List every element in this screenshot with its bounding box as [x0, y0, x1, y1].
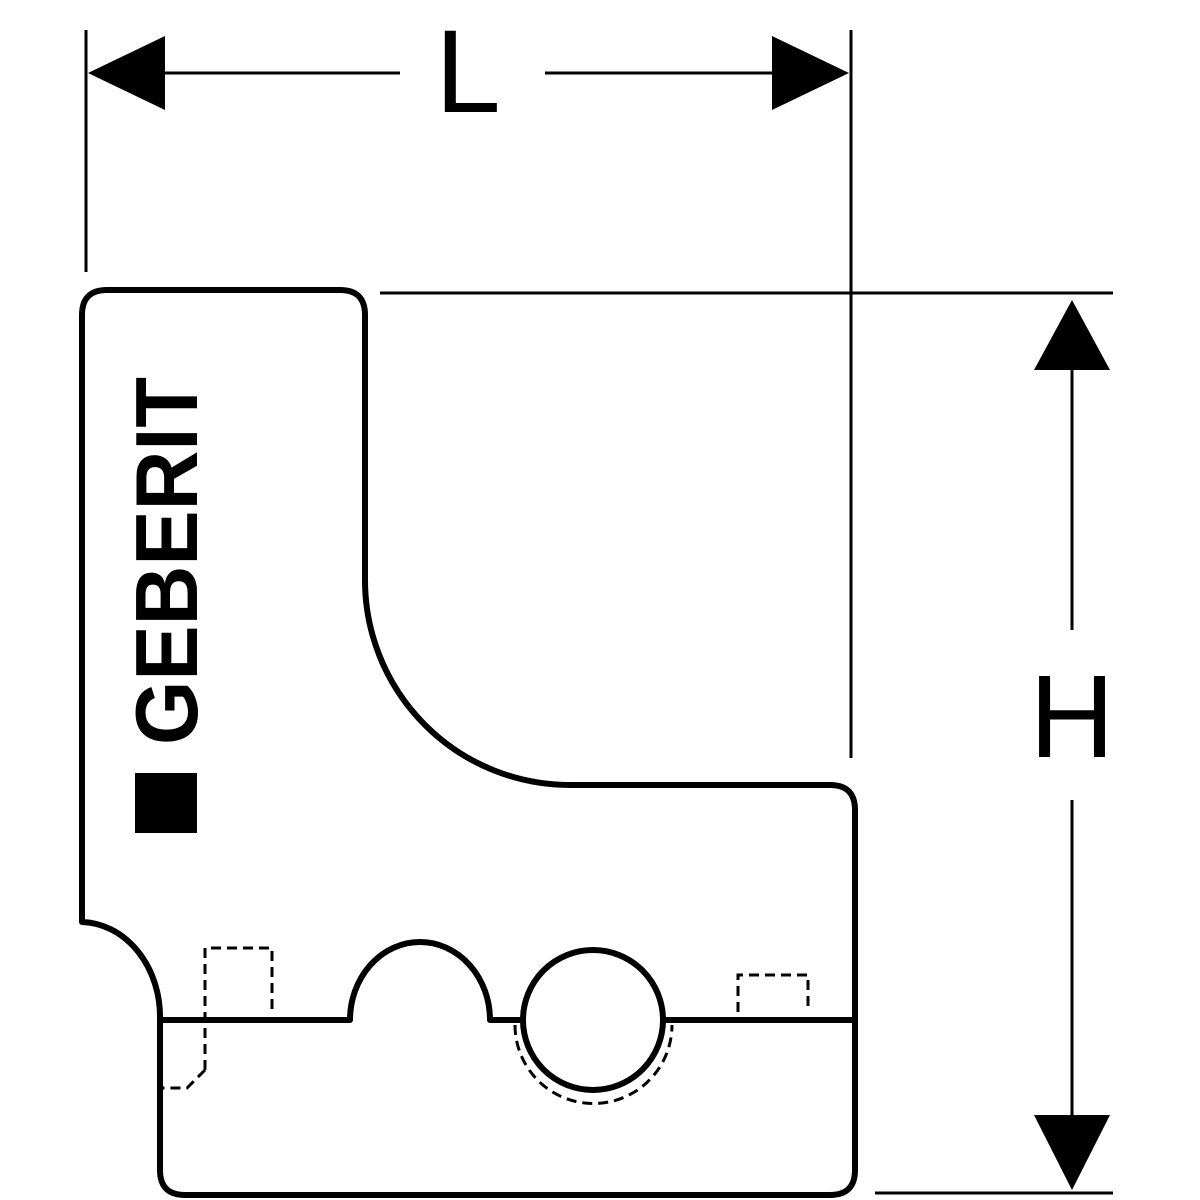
- dimension-label-h: H: [1029, 651, 1114, 783]
- arrowhead-up-icon: [1034, 300, 1110, 370]
- part-outline: [79, 287, 858, 1198]
- dimension-height: H: [380, 291, 1115, 1195]
- arrowhead-down-icon: [1034, 1115, 1110, 1190]
- jaw-split-line: [160, 939, 523, 1023]
- logo-text: GEBERIT: [117, 377, 216, 745]
- hidden-bore-arc: [513, 1024, 674, 1105]
- hidden-pin-left: [162, 946, 274, 1090]
- logo-square-icon: [135, 773, 197, 833]
- arrowhead-right-icon: [772, 36, 849, 110]
- pipe-bore-circle: [520, 947, 666, 1093]
- dimension-label-l: L: [435, 6, 501, 138]
- geberit-logo: GEBERIT: [117, 377, 216, 833]
- hidden-pin-right: [736, 973, 810, 1012]
- dimension-length: L: [84, 6, 853, 758]
- arrowhead-left-icon: [88, 36, 165, 110]
